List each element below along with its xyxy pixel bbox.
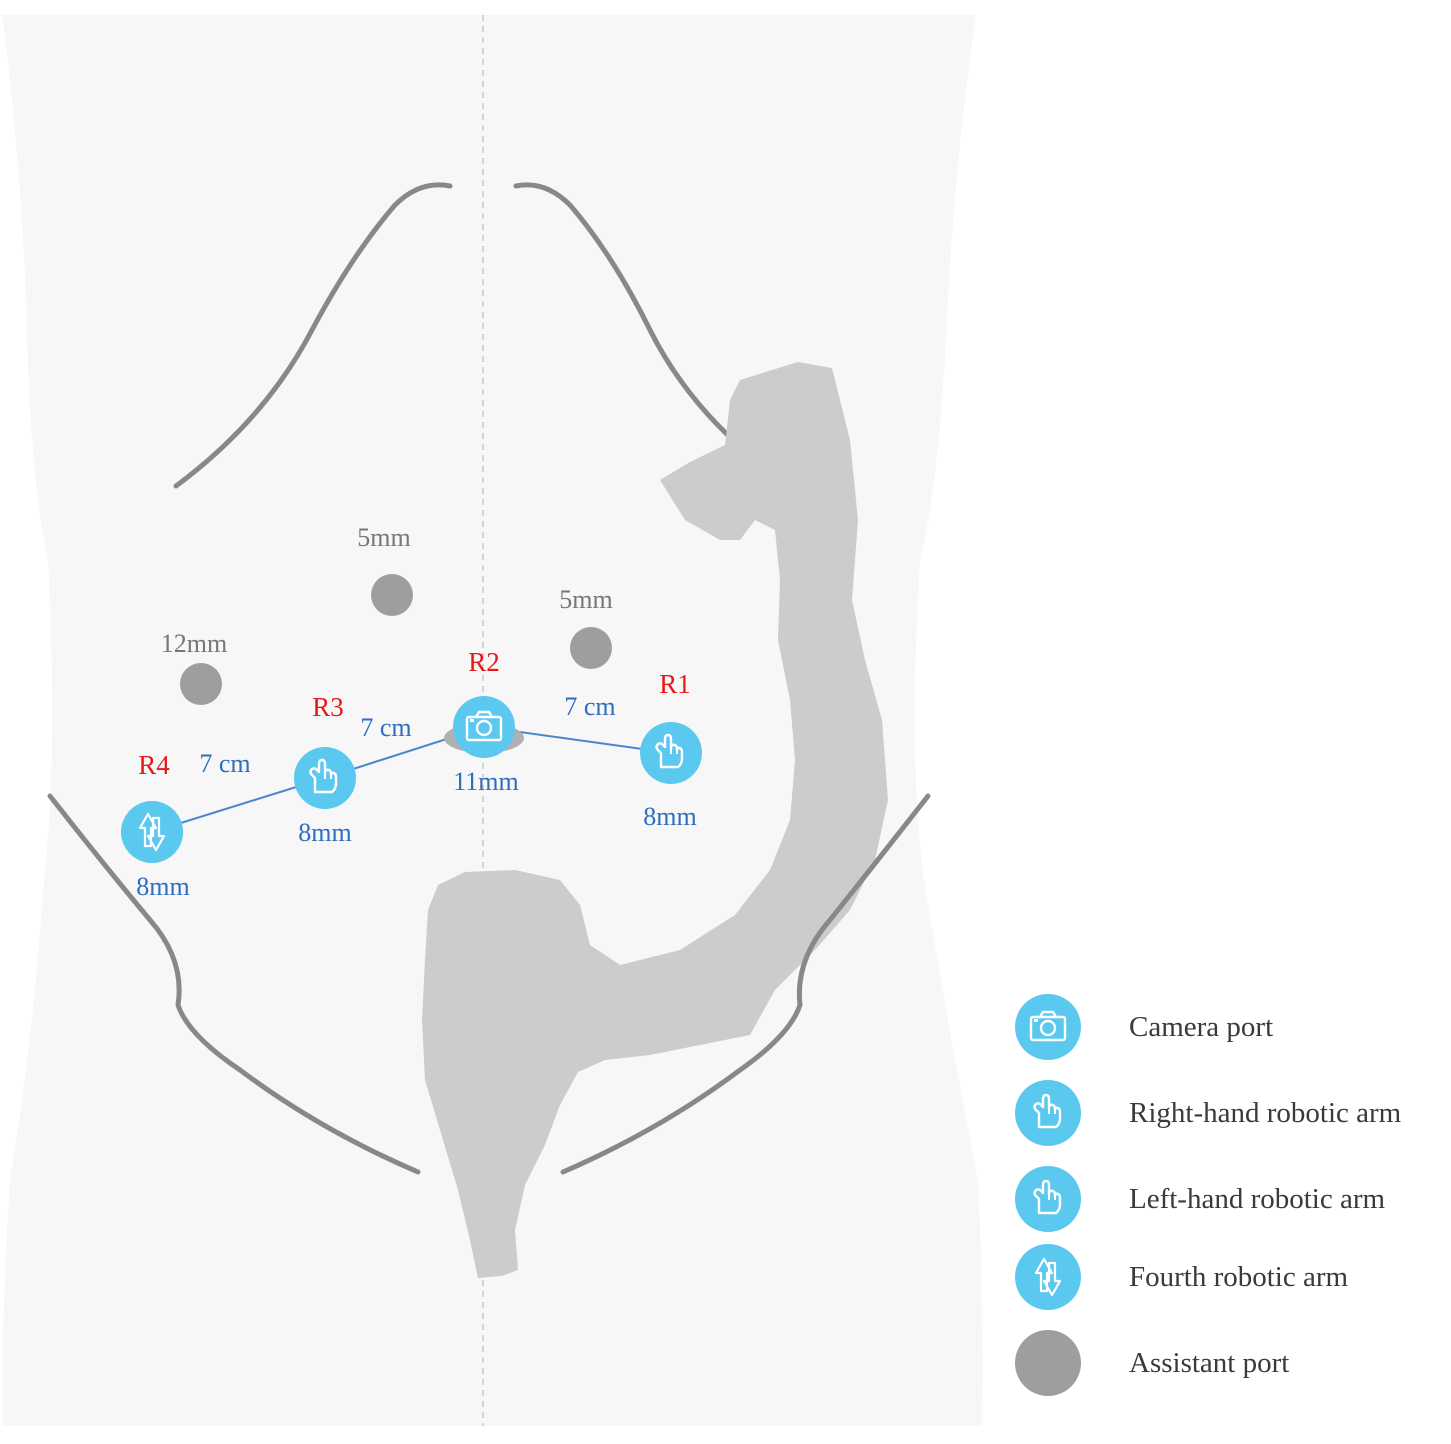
legend-item-right-hand: Right-hand robotic arm — [1015, 1080, 1445, 1146]
distance-r3-r4: 7 cm — [199, 749, 250, 778]
colon-shape — [422, 362, 888, 1278]
camera-icon — [1015, 994, 1081, 1060]
legend: Camera port Right-hand robotic arm Left-… — [1015, 994, 1445, 1417]
legend-item-left-hand: Left-hand robotic arm — [1015, 1166, 1445, 1232]
left-pelvis-line — [47, 793, 421, 1175]
assistant-size-upper-right: 5mm — [559, 585, 612, 614]
assistant-port-left — [180, 663, 222, 705]
legend-item-camera: Camera port — [1015, 994, 1445, 1060]
port-r4 — [121, 801, 183, 863]
port-r1 — [640, 722, 702, 784]
port-label-r1: R1 — [659, 669, 691, 699]
legend-label: Fourth robotic arm — [1129, 1260, 1349, 1293]
assistant-port-upper-left — [371, 574, 413, 616]
port-r2 — [453, 696, 515, 758]
port-size-r4: 8mm — [136, 872, 189, 901]
left-rib-arc — [173, 182, 453, 489]
assistant-size-left: 12mm — [161, 629, 227, 658]
abdomen-diagram: 5mm 5mm 12mm R1 R2 R3 R4 8mm 11mm 8mm 8m… — [47, 15, 931, 1426]
updown-arrow-icon — [1015, 1244, 1081, 1310]
legend-item-fourth-arm: Fourth robotic arm — [1015, 1244, 1445, 1310]
port-size-r2: 11mm — [453, 767, 518, 796]
port-label-r4: R4 — [138, 750, 170, 780]
legend-label: Right-hand robotic arm — [1129, 1096, 1402, 1129]
assistant-port-icon — [1015, 1330, 1081, 1396]
distance-r1-r2: 7 cm — [564, 692, 615, 721]
port-r3 — [294, 747, 356, 809]
port-size-r3: 8mm — [298, 818, 351, 847]
assistant-size-upper-left: 5mm — [357, 523, 410, 552]
distance-r2-r3: 7 cm — [360, 713, 411, 742]
port-size-r1: 8mm — [643, 802, 696, 831]
port-label-r2: R2 — [468, 647, 500, 677]
port-label-r3: R3 — [312, 692, 344, 722]
legend-label: Left-hand robotic arm — [1129, 1182, 1386, 1215]
legend-item-assistant: Assistant port — [1015, 1330, 1445, 1396]
right-rib-arc — [513, 182, 793, 489]
legend-label: Assistant port — [1129, 1346, 1290, 1379]
assistant-port-upper-right — [570, 627, 612, 669]
hand-icon — [1015, 1080, 1081, 1146]
hand-icon — [1015, 1166, 1081, 1232]
legend-label: Camera port — [1129, 1010, 1274, 1043]
right-pelvis-line — [560, 793, 931, 1175]
